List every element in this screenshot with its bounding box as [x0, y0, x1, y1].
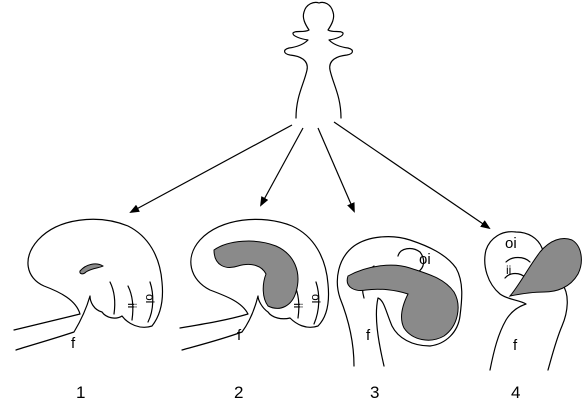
panel-4-label-oi: oi: [505, 235, 517, 252]
panel-2-outline: [180, 219, 329, 350]
panel-3-label-f: f: [366, 327, 371, 344]
panel-2-label-f: f: [237, 327, 242, 344]
arrow-to-panel-4: [334, 122, 489, 228]
panel-2-label-ii: ii: [291, 303, 305, 308]
source-structure: [285, 2, 353, 118]
panel-4-label-ii: ii: [506, 263, 511, 277]
panel-1-shaded-region: [80, 264, 103, 274]
panel-4-shaded-region: [510, 239, 581, 297]
panel-4: f ii oi 4: [485, 232, 582, 402]
panel-1-number: 1: [76, 383, 85, 402]
panel-4-label-f: f: [513, 337, 518, 354]
panel-1-label-f: f: [71, 335, 76, 352]
panel-2-number: 2: [234, 383, 243, 402]
arrow-to-panel-1: [131, 125, 292, 212]
panel-2-label-oi: oi: [309, 294, 323, 303]
panel-2: f ii oi 2: [180, 219, 329, 402]
panel-4-number: 4: [511, 383, 520, 402]
panel-1: f ii oi 1: [14, 219, 163, 402]
panel-3: f oi 3: [337, 237, 461, 402]
panel-3-number: 3: [370, 383, 379, 402]
panel-3-label-oi: oi: [419, 251, 431, 268]
arrow-to-panel-2: [261, 128, 303, 205]
arrow-to-panel-3: [318, 128, 354, 211]
panel-1-label-ii: ii: [125, 303, 139, 308]
panel-3-shaded-region: [347, 265, 458, 340]
panel-1-outline: [14, 219, 163, 350]
panel-1-label-oi: oi: [143, 294, 157, 303]
panel-2-shaded-region: [214, 241, 298, 308]
